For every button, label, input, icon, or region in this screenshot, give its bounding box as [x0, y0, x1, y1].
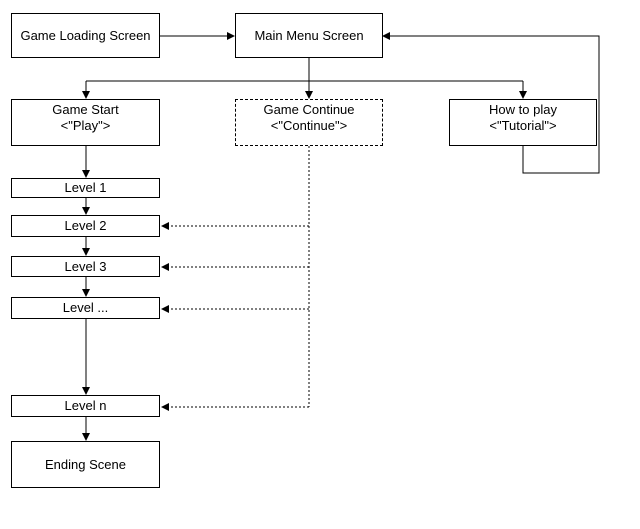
node-label: Level ...: [62, 300, 109, 315]
node-label: Game Continue: [263, 102, 355, 117]
node-level-2: Level 2: [11, 215, 160, 237]
node-label: Level n: [64, 398, 107, 413]
node-level-dots: Level ...: [11, 297, 160, 319]
node-label: Main Menu Screen: [254, 27, 364, 43]
node-label: Game Loading Screen: [20, 27, 151, 43]
node-label: Ending Scene: [45, 456, 126, 472]
node-level-3: Level 3: [11, 256, 160, 277]
node-level-n: Level n: [11, 395, 160, 417]
node-sublabel: <"Tutorial">: [489, 118, 557, 133]
node-main-menu-screen: Main Menu Screen: [235, 13, 383, 58]
node-label: Game Start: [52, 102, 119, 117]
node-how-to-play: How to play <"Tutorial">: [449, 99, 597, 146]
node-game-start: Game Start <"Play">: [11, 99, 160, 146]
node-sublabel: <"Continue">: [270, 118, 348, 133]
node-level-1: Level 1: [11, 178, 160, 198]
node-label: How to play: [489, 102, 557, 117]
node-label: Level 3: [64, 258, 107, 274]
node-sublabel: <"Play">: [60, 118, 111, 133]
node-game-loading-screen: Game Loading Screen: [11, 13, 160, 58]
node-label: Level 1: [64, 180, 107, 195]
edge-how-to-play-to-main-menu: [382, 32, 600, 174]
node-label: Level 2: [64, 218, 107, 233]
node-game-continue: Game Continue <"Continue">: [235, 99, 383, 146]
node-ending-scene: Ending Scene: [11, 441, 160, 488]
